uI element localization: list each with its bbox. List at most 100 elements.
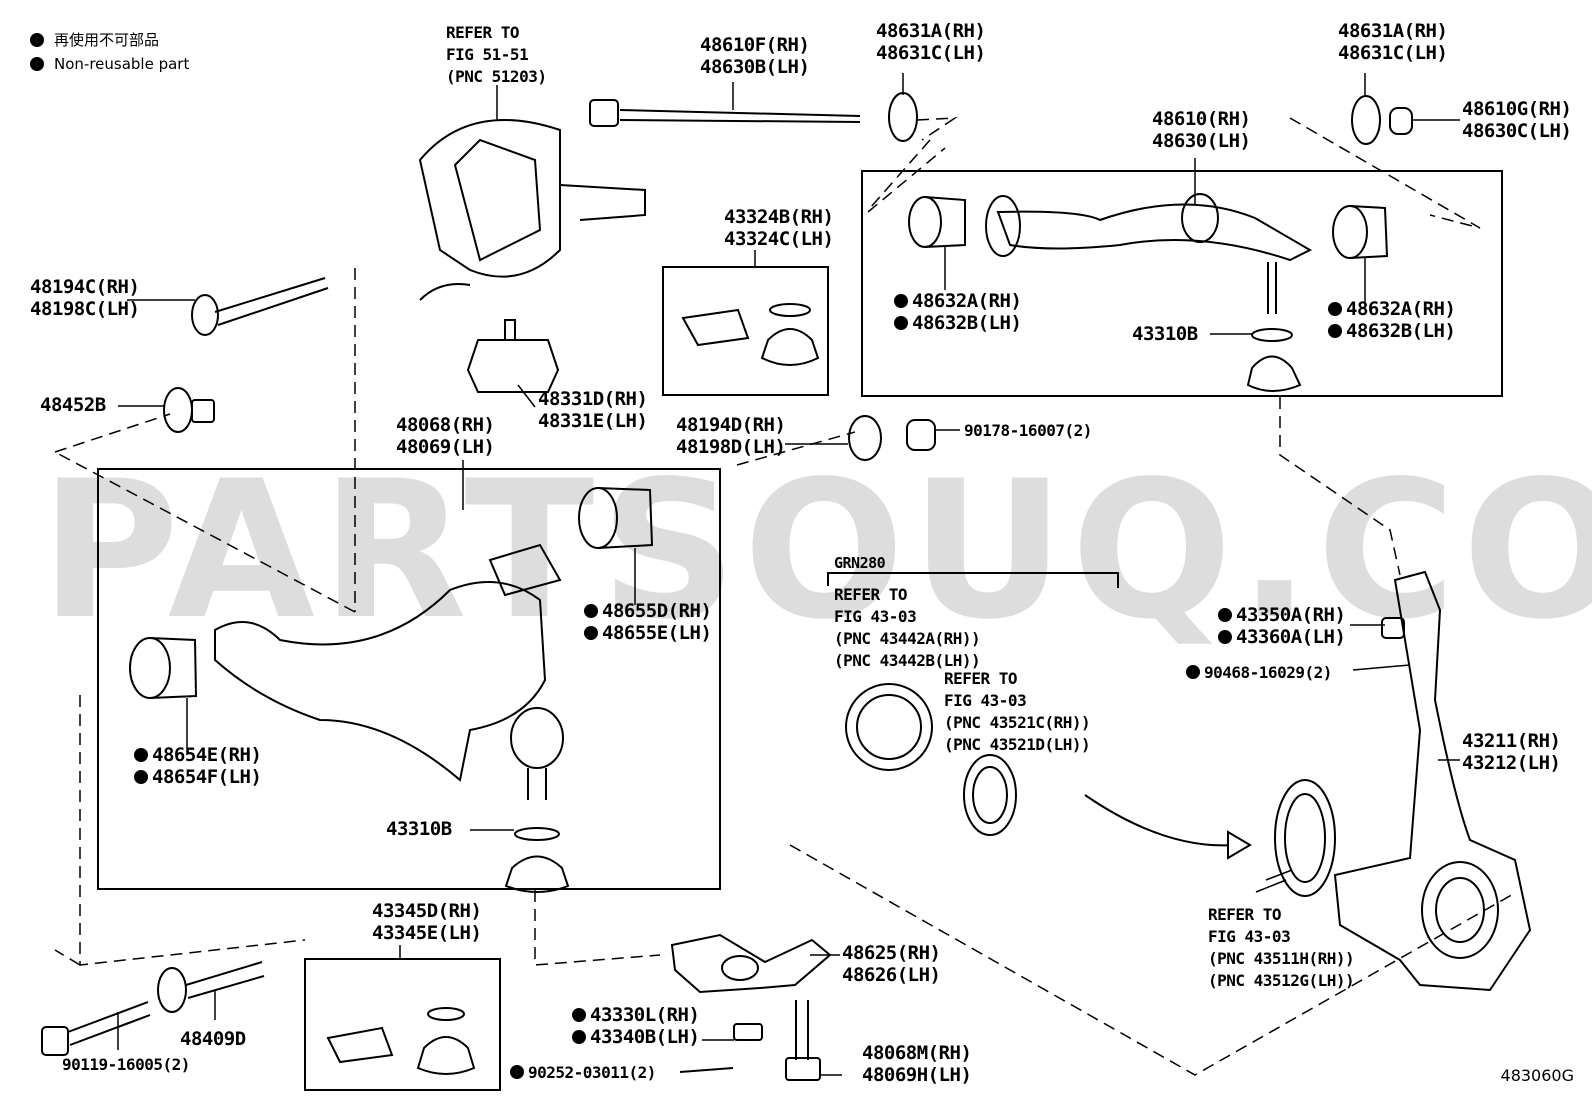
part-48194D[interactable]: 48194D(RH) 48198D(LH) bbox=[676, 414, 786, 458]
part-number: 48610F(RH) bbox=[700, 34, 810, 56]
part-number: 48630(LH) bbox=[1152, 130, 1251, 152]
part-number: 43324C(LH) bbox=[724, 228, 834, 250]
part-48654E[interactable]: 48654E(RH) 48654F(LH) bbox=[134, 744, 262, 788]
part-48655D[interactable]: 48655D(RH) 48655E(LH) bbox=[584, 600, 712, 644]
lower-arm bbox=[214, 581, 547, 782]
ref-line: (PNC 43521C(RH)) bbox=[944, 713, 1091, 732]
part-48632-left[interactable]: 48632A(RH) 48632B(LH) bbox=[894, 290, 1022, 334]
part-48068[interactable]: 48068(RH) 48069(LH) bbox=[396, 414, 495, 458]
upper-arm bbox=[996, 203, 1313, 262]
grn-bracket bbox=[827, 572, 1119, 588]
part-number: 43330L(RH) bbox=[572, 1004, 700, 1026]
part-number: 43324B(RH) bbox=[724, 206, 834, 228]
part-number: 48198D(LH) bbox=[676, 436, 786, 458]
ref-line: (PNC 51203) bbox=[446, 67, 547, 86]
part-43310B-upper[interactable]: 43310B bbox=[1132, 323, 1198, 345]
part-number: 48069H(LH) bbox=[862, 1064, 972, 1086]
part-48452B[interactable]: 48452B bbox=[40, 394, 106, 416]
part-number: 48655D(RH) bbox=[584, 600, 712, 622]
part-48631A-left[interactable]: 48631A(RH) 48631C(LH) bbox=[876, 20, 986, 64]
part-number: 48068(RH) bbox=[396, 414, 495, 436]
boot-kit-frame-upper bbox=[662, 266, 829, 396]
ref-line: (PNC 43511H(RH)) bbox=[1208, 949, 1355, 968]
part-48632-right[interactable]: 48632A(RH) 48632B(LH) bbox=[1328, 298, 1456, 342]
part-48610F[interactable]: 48610F(RH) 48630B(LH) bbox=[700, 34, 810, 78]
ref-line: FIG 51-51 bbox=[446, 45, 529, 64]
part-48610G[interactable]: 48610G(RH) 48630C(LH) bbox=[1462, 98, 1572, 142]
ref-line: REFER TO bbox=[944, 669, 1018, 688]
part-43211[interactable]: 43211(RH) 43212(LH) bbox=[1462, 730, 1561, 774]
ref-line: FIG 43-03 bbox=[834, 607, 917, 626]
part-number: 48630C(LH) bbox=[1462, 120, 1572, 142]
part-number: 48069(LH) bbox=[396, 436, 495, 458]
part-number: 48626(LH) bbox=[842, 964, 941, 986]
part-48409D[interactable]: 48409D bbox=[180, 1028, 246, 1050]
part-number: 48631A(RH) bbox=[1338, 20, 1448, 42]
part-number: 48630B(LH) bbox=[700, 56, 810, 78]
part-number: 48625(RH) bbox=[842, 942, 941, 964]
ref-line: FIG 43-03 bbox=[1208, 927, 1291, 946]
ref-line: (PNC 43521D(LH)) bbox=[944, 735, 1091, 754]
part-number: 48610(RH) bbox=[1152, 108, 1251, 130]
legend: 再使用不可部品 Non-reusable part bbox=[30, 28, 189, 76]
ref-line: (PNC 43442A(RH)) bbox=[834, 629, 981, 648]
part-number: 48632A(RH) bbox=[1328, 298, 1456, 320]
part-43330L[interactable]: 43330L(RH) 43340B(LH) bbox=[572, 1004, 700, 1048]
ref-51203[interactable]: REFER TO FIG 51-51 (PNC 51203) bbox=[446, 22, 547, 88]
part-48194C[interactable]: 48194C(RH) 48198C(LH) bbox=[30, 276, 140, 320]
part-number: 48632B(LH) bbox=[894, 312, 1022, 334]
ref-line: (PNC 43512G(LH)) bbox=[1208, 971, 1355, 990]
boot-kit-frame-lower bbox=[304, 958, 501, 1091]
grn-label: GRN280 bbox=[834, 554, 886, 572]
part-90119[interactable]: 90119-16005(2) bbox=[62, 1055, 190, 1074]
part-90468[interactable]: 90468-16029(2) bbox=[1186, 662, 1332, 684]
part-90252[interactable]: 90252-03011(2) bbox=[510, 1062, 656, 1084]
part-number: 48198C(LH) bbox=[30, 298, 140, 320]
part-number: 48610G(RH) bbox=[1462, 98, 1572, 120]
part-48068M[interactable]: 48068M(RH) 48069H(LH) bbox=[862, 1042, 972, 1086]
part-number: 48655E(LH) bbox=[584, 622, 712, 644]
part-number: 43360A(LH) bbox=[1218, 626, 1346, 648]
legend-jp: 再使用不可部品 bbox=[30, 28, 189, 52]
part-number: 48631C(LH) bbox=[876, 42, 986, 64]
part-48625[interactable]: 48625(RH) 48626(LH) bbox=[842, 942, 941, 986]
part-43350A[interactable]: 43350A(RH) 43360A(LH) bbox=[1218, 604, 1346, 648]
part-number: 43340B(LH) bbox=[572, 1026, 700, 1048]
part-number: 43211(RH) bbox=[1462, 730, 1561, 752]
part-number: 48068M(RH) bbox=[862, 1042, 972, 1064]
lower-arm-frame bbox=[97, 468, 721, 890]
part-number: 48331D(RH) bbox=[538, 388, 648, 410]
part-number: 48631C(LH) bbox=[1338, 42, 1448, 64]
legend-en: Non-reusable part bbox=[30, 52, 189, 76]
part-number: 48654E(RH) bbox=[134, 744, 262, 766]
part-number: 43350A(RH) bbox=[1218, 604, 1346, 626]
part-48631A-right[interactable]: 48631A(RH) 48631C(LH) bbox=[1338, 20, 1448, 64]
part-90178[interactable]: 90178-16007(2) bbox=[964, 421, 1092, 440]
part-43324B[interactable]: 43324B(RH) 43324C(LH) bbox=[724, 206, 834, 250]
part-43310B-lower[interactable]: 43310B bbox=[386, 818, 452, 840]
part-number: 43345D(RH) bbox=[372, 900, 482, 922]
ref-line: FIG 43-03 bbox=[944, 691, 1027, 710]
ref-43442[interactable]: REFER TO FIG 43-03 (PNC 43442A(RH)) (PNC… bbox=[834, 584, 981, 672]
ref-line: REFER TO bbox=[834, 585, 908, 604]
ref-line: REFER TO bbox=[446, 23, 520, 42]
ref-43511[interactable]: REFER TO FIG 43-03 (PNC 43511H(RH)) (PNC… bbox=[1208, 904, 1355, 992]
part-number: 48331E(LH) bbox=[538, 410, 648, 432]
part-number: 43212(LH) bbox=[1462, 752, 1561, 774]
part-number: 48632A(RH) bbox=[894, 290, 1022, 312]
part-48331D[interactable]: 48331D(RH) 48331E(LH) bbox=[538, 388, 648, 432]
part-number: 43345E(LH) bbox=[372, 922, 482, 944]
ref-43521[interactable]: REFER TO FIG 43-03 (PNC 43521C(RH)) (PNC… bbox=[944, 668, 1091, 756]
part-number: 48632B(LH) bbox=[1328, 320, 1456, 342]
part-number: 48194D(RH) bbox=[676, 414, 786, 436]
part-number: 48654F(LH) bbox=[134, 766, 262, 788]
part-48610[interactable]: 48610(RH) 48630(LH) bbox=[1152, 108, 1251, 152]
upper-arm-frame bbox=[861, 170, 1503, 397]
part-43345D[interactable]: 43345D(RH) 43345E(LH) bbox=[372, 900, 482, 944]
part-number: 48194C(RH) bbox=[30, 276, 140, 298]
steering-knuckle bbox=[1333, 570, 1532, 992]
part-number: 48631A(RH) bbox=[876, 20, 986, 42]
ref-line: REFER TO bbox=[1208, 905, 1282, 924]
